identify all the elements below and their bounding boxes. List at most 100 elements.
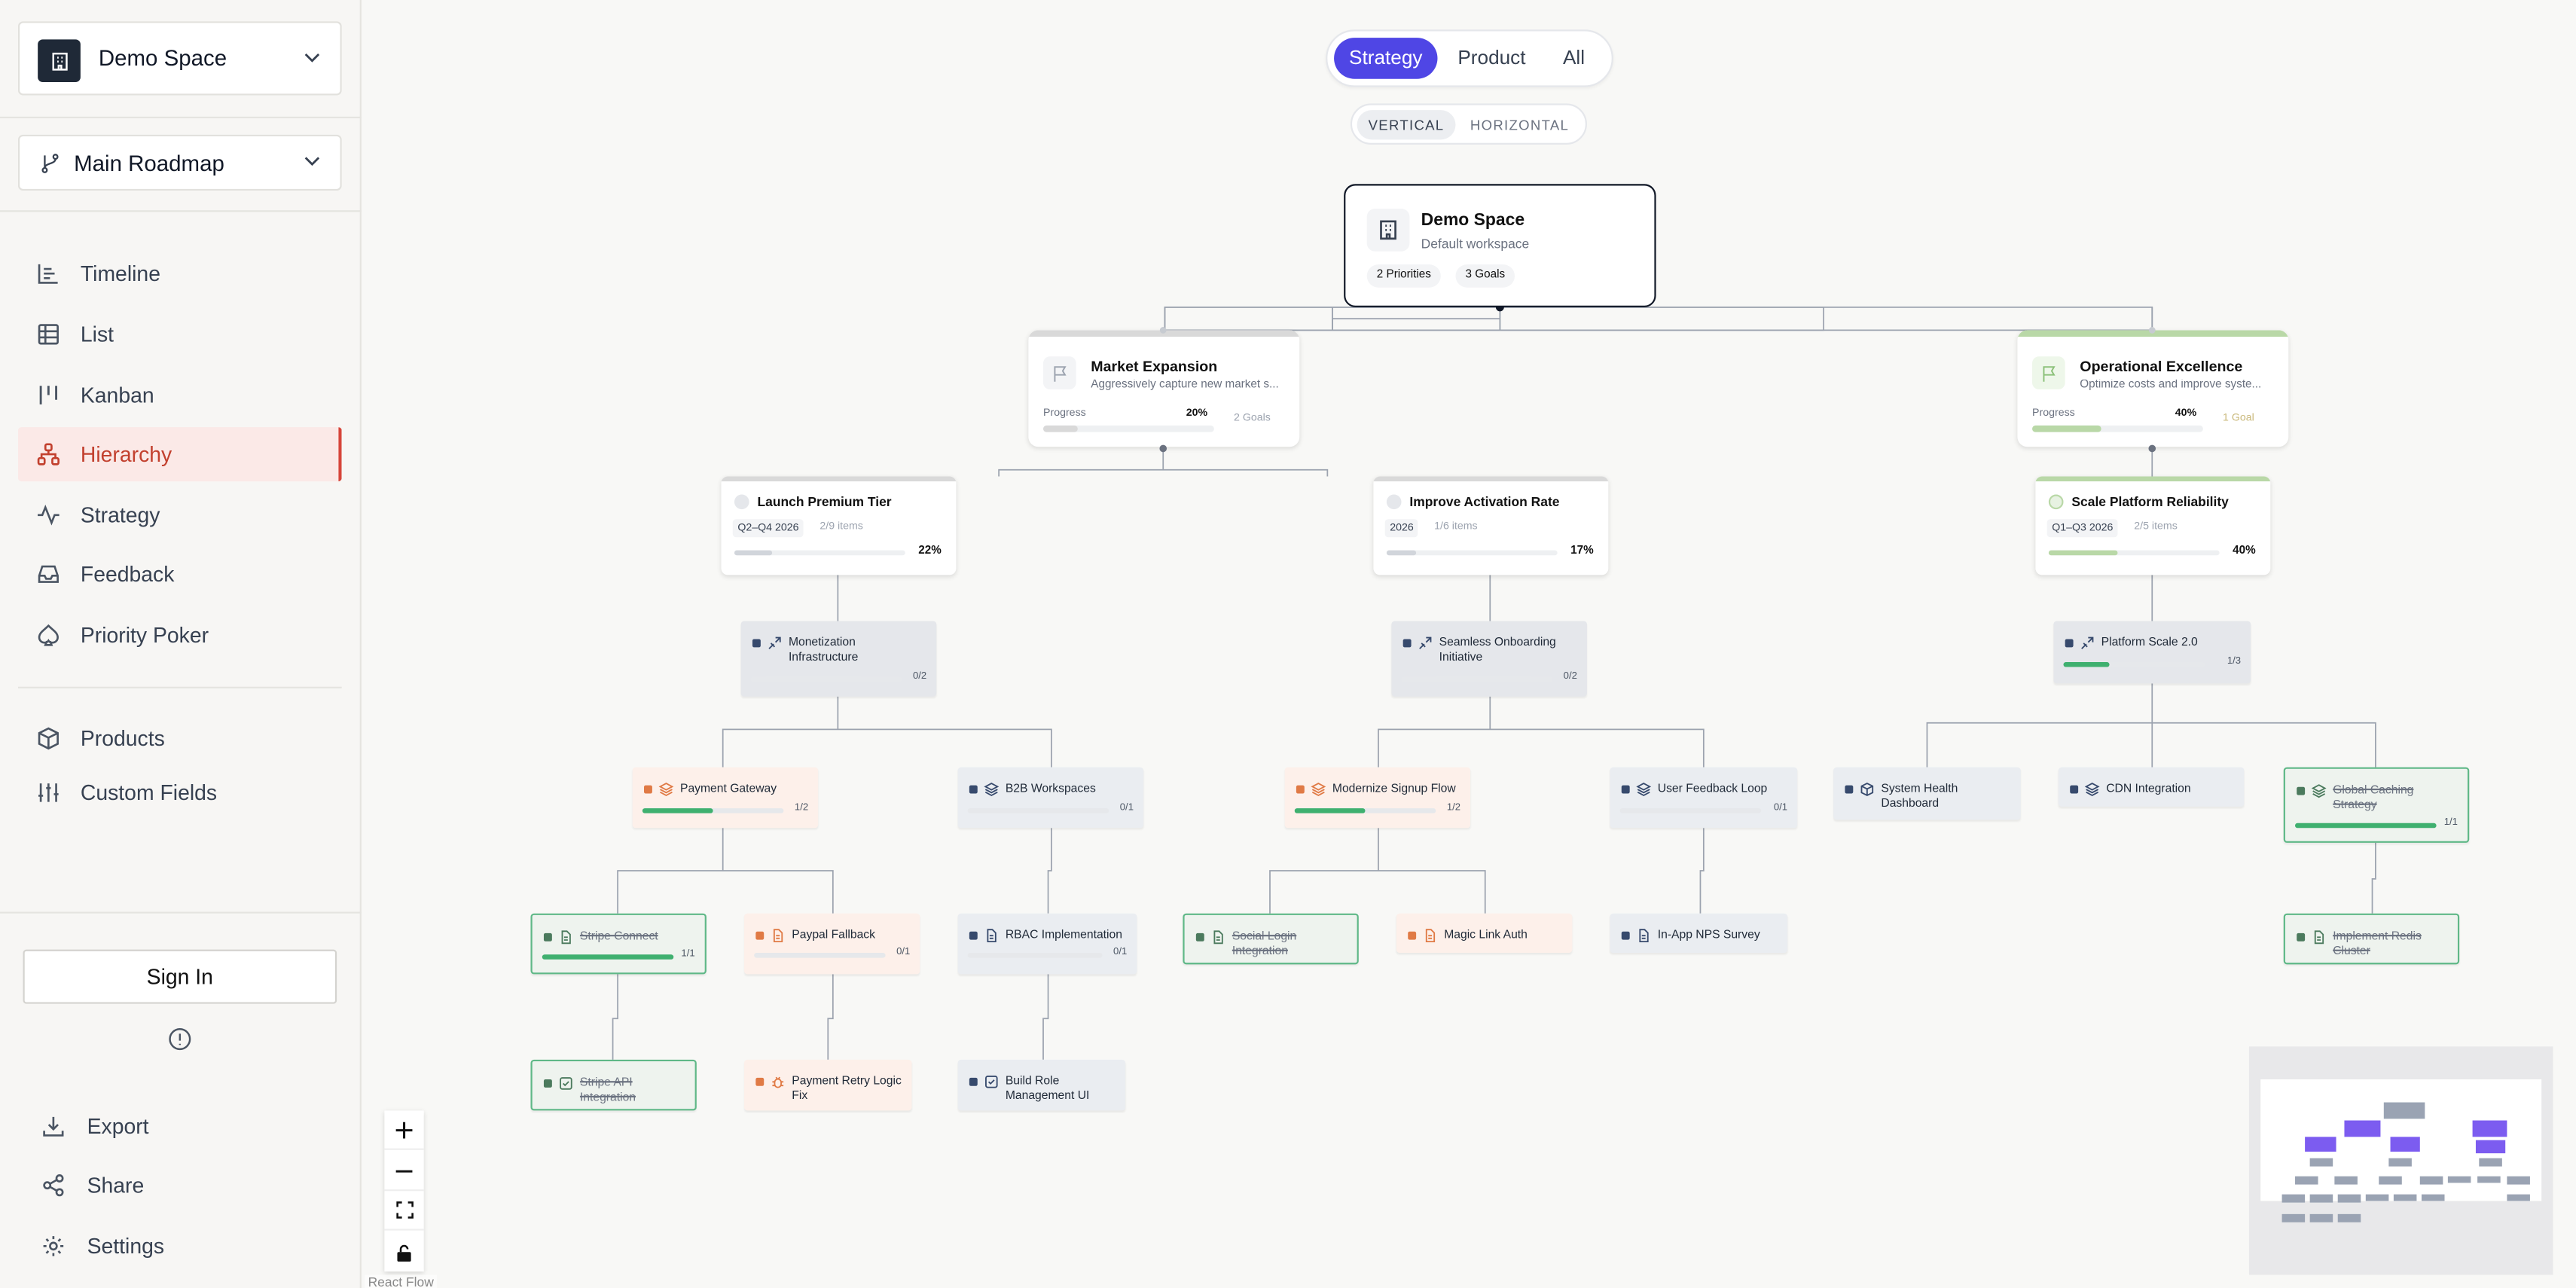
type-marker [752, 639, 761, 648]
nav-products[interactable]: Products [18, 711, 342, 765]
tab-horizontal[interactable]: HORIZONTAL [1470, 116, 1570, 133]
story-node-done[interactable]: Implement Redis Cluster [2283, 913, 2460, 965]
minimap[interactable] [2248, 1046, 2553, 1275]
epic-node[interactable]: Payment Gateway 1/2 [632, 767, 819, 829]
fit-view-button[interactable] [384, 1191, 424, 1231]
story-node[interactable]: In-App NPS Survey [1610, 913, 1788, 954]
type-marker [1621, 931, 1630, 940]
initiative-node[interactable]: Monetization Infrastructure 0/2 [740, 621, 937, 697]
type-marker [969, 931, 978, 940]
story-node[interactable]: RBAC Implementation 0/1 [957, 913, 1137, 975]
zoom-in-button[interactable] [384, 1110, 424, 1150]
node-title: Platform Scale 2.0 [2101, 633, 2198, 649]
goal-node[interactable]: Launch Premium Tier Q2–Q4 2026 2/9 items… [721, 476, 957, 575]
react-flow-attribution[interactable]: React Flow [365, 1274, 438, 1288]
type-marker [755, 1077, 765, 1086]
goal-progress: 22% [918, 545, 942, 557]
node-count: 0/1 [1119, 803, 1134, 813]
roadmap-name: Main Roadmap [74, 151, 224, 176]
minimap-node [2309, 1158, 2333, 1167]
nav-label: Kanban [80, 383, 154, 407]
task-node[interactable]: Payment Retry Logic Fix [744, 1059, 912, 1111]
goal-title: Improve Activation Rate [1409, 494, 1560, 510]
goal-node[interactable]: Improve Activation Rate 2026 1/6 items 1… [1373, 476, 1609, 575]
goal-progress: 40% [2233, 545, 2256, 557]
status-icon [734, 494, 749, 510]
tab-vertical[interactable]: VERTICAL [1357, 110, 1456, 140]
git-branch-icon [41, 154, 59, 173]
task-node-done[interactable]: Stripe API Integration [530, 1059, 697, 1111]
tab-product[interactable]: Product [1457, 46, 1526, 69]
story-node[interactable]: Paypal Fallback 0/1 [744, 913, 920, 975]
priority-node[interactable]: Operational Excellence Optimize costs an… [2017, 330, 2289, 447]
progress-value: 40% [2175, 407, 2197, 420]
node-title: Stripe Connect [579, 928, 658, 943]
minimap-node [2419, 1176, 2443, 1185]
priority-node[interactable]: Market Expansion Aggressively capture ne… [1028, 330, 1300, 447]
gear-icon [43, 1236, 64, 1256]
goal-node[interactable]: Scale Platform Reliability Q1–Q3 2026 2/… [2035, 476, 2271, 575]
epic-node[interactable]: CDN Integration [2058, 767, 2245, 807]
minimap-node [2507, 1176, 2530, 1185]
epic-node[interactable]: System Health Dashboard [1833, 767, 2021, 820]
story-node-done[interactable]: Stripe Connect 1/1 [530, 913, 707, 975]
export-button[interactable]: Export [23, 1107, 335, 1146]
workspace-selector[interactable]: Demo Space [17, 21, 342, 96]
type-marker [543, 1079, 552, 1088]
rocket-icon [2081, 636, 2094, 649]
nav-kanban[interactable]: Kanban [18, 368, 342, 423]
flow-canvas[interactable]: Strategy Product All VERTICAL HORIZONTAL… [362, 0, 2576, 1288]
layers-icon [2084, 783, 2100, 797]
type-marker [643, 785, 652, 794]
minimap-node [2472, 1120, 2507, 1137]
type-marker [969, 1077, 978, 1086]
bug-icon [772, 1076, 784, 1088]
nav-feedback[interactable]: Feedback [18, 547, 342, 601]
nav-timeline[interactable]: Timeline [18, 246, 342, 301]
epic-node[interactable]: User Feedback Loop 0/1 [1610, 767, 1798, 829]
epic-node[interactable]: B2B Workspaces 0/1 [957, 767, 1144, 829]
minimap-node [2383, 1102, 2425, 1119]
story-node-done[interactable]: Social Login Integration [1183, 913, 1359, 965]
nav-custom-fields[interactable]: Custom Fields [18, 765, 342, 819]
nav-list[interactable]: List [18, 307, 342, 362]
nav-strategy[interactable]: Strategy [18, 488, 342, 542]
minimap-node [2477, 1176, 2501, 1183]
chevron-down-icon [304, 157, 320, 166]
minimap-node [2507, 1194, 2530, 1201]
progress-bar [2032, 425, 2203, 432]
share-button[interactable]: Share [23, 1167, 335, 1206]
initiative-node[interactable]: Platform Scale 2.0 1/3 [2053, 621, 2251, 684]
sign-in-button[interactable]: Sign In [23, 949, 337, 1004]
tab-strategy[interactable]: Strategy [1334, 38, 1438, 79]
nav-hierarchy[interactable]: Hierarchy [17, 427, 342, 482]
epic-node[interactable]: Modernize Signup Flow 1/2 [1284, 767, 1471, 829]
goal-items: 2/9 items [819, 520, 863, 533]
priority-color-bar [1028, 330, 1300, 337]
zoom-out-button[interactable] [384, 1152, 424, 1192]
progress-bar [967, 953, 1103, 958]
tab-all[interactable]: All [1562, 46, 1586, 69]
initiative-node[interactable]: Seamless Onboarding Initiative 0/2 [1391, 621, 1587, 697]
goal-quarter: Q1–Q3 2026 [2046, 519, 2118, 538]
node-count: 1/1 [681, 949, 695, 960]
minimap-node [2365, 1194, 2389, 1201]
epic-node-done[interactable]: Global Caching Strategy 1/1 [2283, 767, 2470, 843]
minimap-node [2337, 1194, 2361, 1203]
story-node[interactable]: Magic Link Auth [1396, 913, 1573, 954]
roadmap-selector[interactable]: Main Roadmap [17, 134, 342, 191]
minimap-node [2309, 1213, 2333, 1222]
info-icon[interactable] [167, 1027, 192, 1051]
root-node[interactable]: Demo Space Default workspace 2 Prioritie… [1344, 184, 1656, 307]
node-title: B2B Workspaces [1005, 780, 1096, 795]
lock-button[interactable] [384, 1232, 423, 1271]
type-marker [2297, 932, 2306, 942]
nav-priority-poker[interactable]: Priority Poker [18, 608, 342, 662]
settings-button[interactable]: Settings [23, 1227, 335, 1266]
task-node[interactable]: Build Role Management UI [957, 1059, 1126, 1111]
progress-label: Progress [2032, 407, 2075, 420]
goal-title: Scale Platform Reliability [2071, 494, 2229, 510]
file-icon [1213, 930, 1223, 945]
chevron-down-icon [304, 52, 320, 62]
minimap-node [2393, 1194, 2417, 1201]
